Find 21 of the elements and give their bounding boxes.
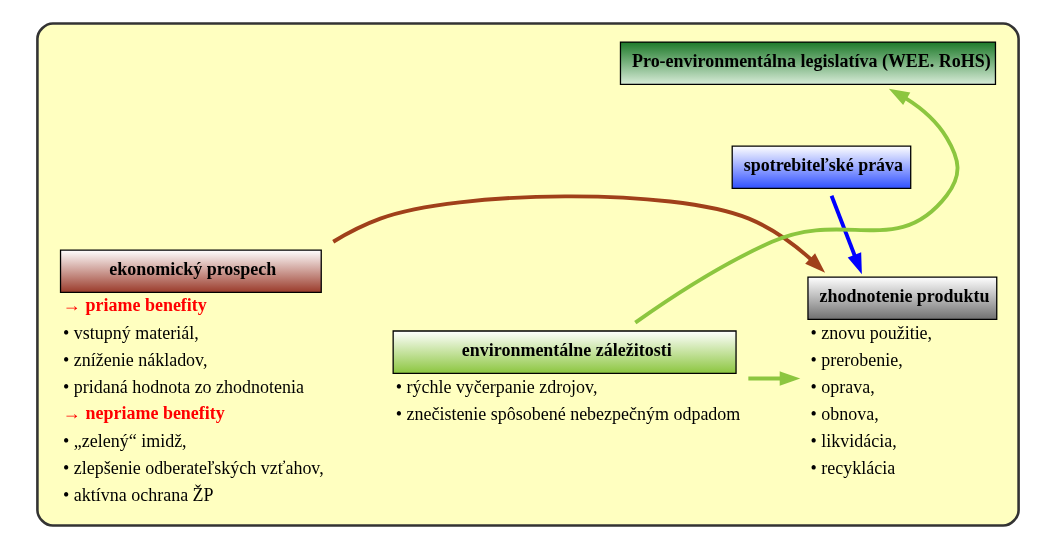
node-label: → priame benefity xyxy=(62,294,207,315)
node-label: • zlepšenie odberateľských vzťahov, xyxy=(62,457,324,478)
node-label: • „zelený“ imidž, xyxy=(62,430,187,451)
node-label: • likvidácia, xyxy=(810,430,897,451)
arrow xyxy=(331,194,825,273)
cluster xyxy=(35,22,1020,527)
node-label: • recyklácia xyxy=(810,457,895,478)
node-label: → nepriame benefity xyxy=(62,402,225,423)
arrow xyxy=(747,371,800,386)
node-label: • pridaná hodnota zo zhodnotenia xyxy=(62,376,304,397)
arrow xyxy=(633,88,959,325)
node-label: • obnova, xyxy=(810,403,879,424)
node-label: • rýchle vyčerpanie zdrojov, xyxy=(395,376,597,397)
node-label: • vstupný materiál, xyxy=(62,322,199,343)
node-label: • aktívna ochrana ŽP xyxy=(62,484,214,505)
node-label: • oprava, xyxy=(810,376,875,397)
node-label: • zníženie nákladov, xyxy=(62,349,207,370)
arrow xyxy=(829,195,862,275)
node-label: • prerobenie, xyxy=(810,349,903,370)
node-label: • znečistenie spôsobené nebezpečným odpadom xyxy=(395,403,740,424)
node-label: • znovu použitie, xyxy=(810,322,932,343)
